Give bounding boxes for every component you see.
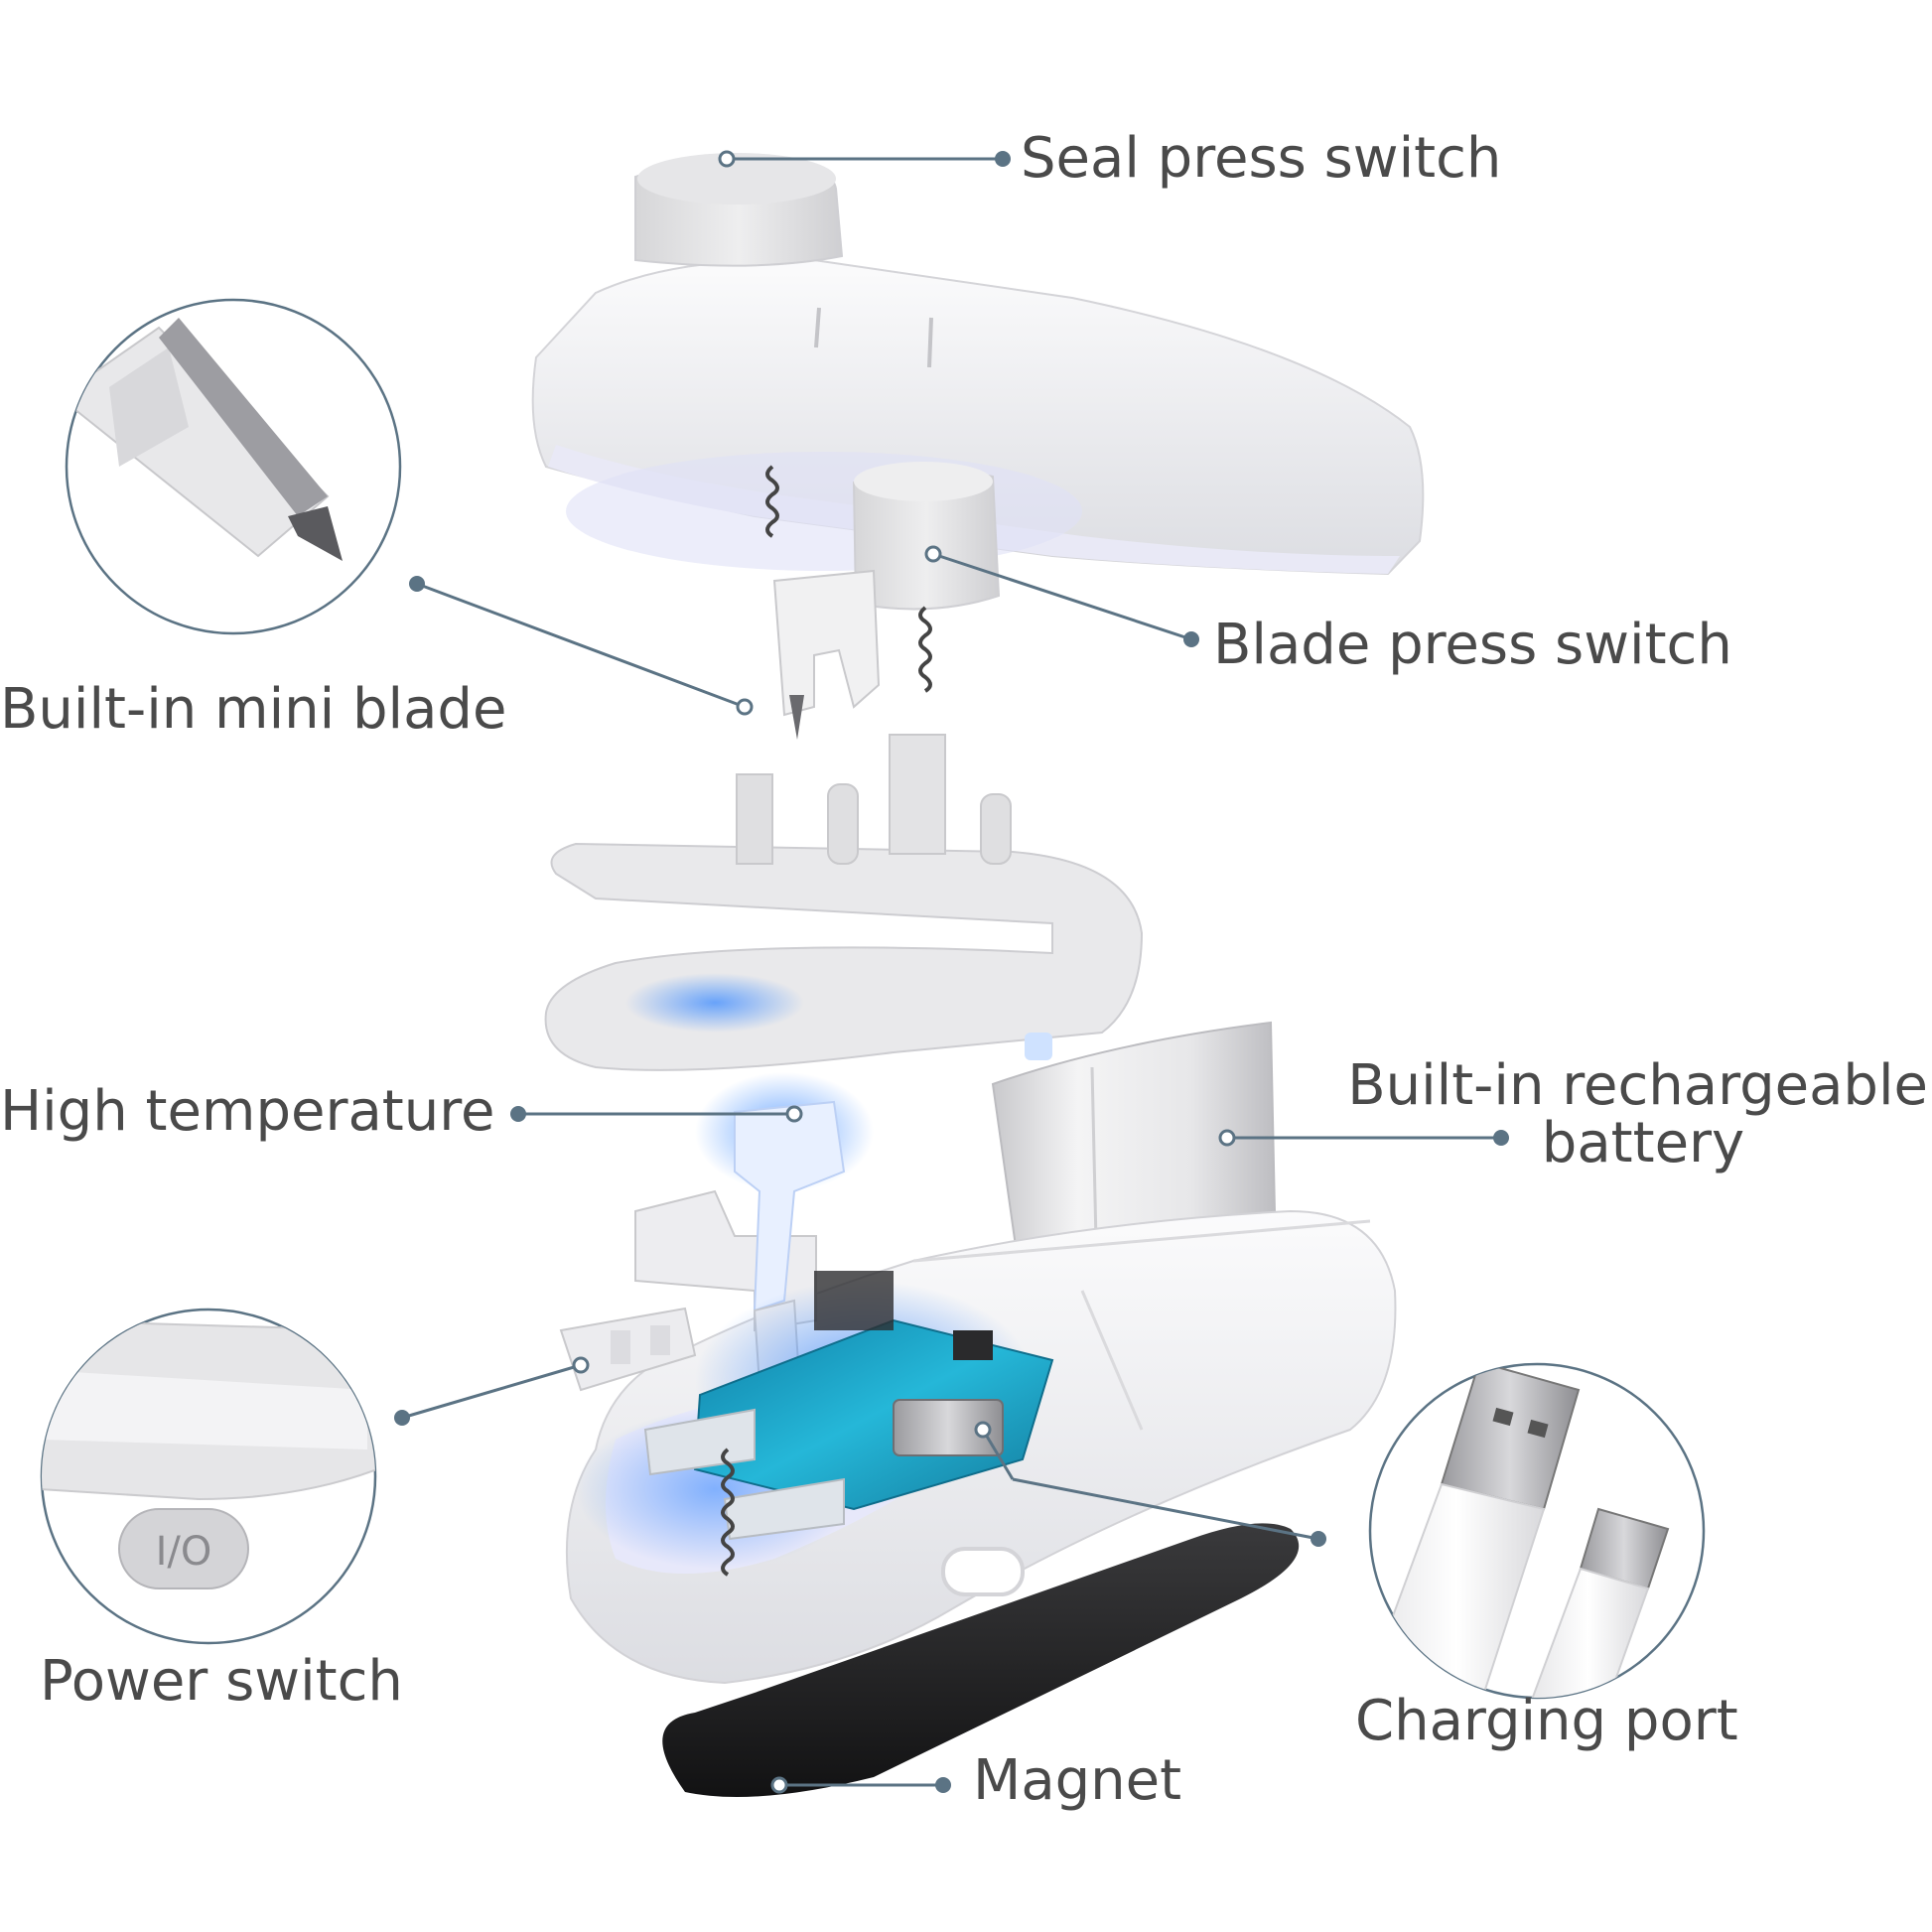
label-charging-port: Charging port [1355, 1689, 1738, 1753]
dot-power-switch-end [394, 1410, 410, 1426]
labels: Seal press switch Built-in mini blade Bl… [0, 126, 1928, 1813]
label-magnet: Magnet [973, 1748, 1181, 1813]
dot-high-temp-start [785, 1105, 803, 1123]
blade-holder [772, 569, 881, 740]
label-seal-press-switch: Seal press switch [1021, 126, 1501, 191]
dot-high-temp-end [510, 1106, 526, 1122]
label-battery-line1: Built-in rechargeable [1347, 1053, 1928, 1118]
cover-spring [765, 465, 779, 538]
dot-seal-press-end [995, 151, 1011, 167]
leader-dots [394, 150, 1509, 1794]
dot-magnet-end [935, 1777, 951, 1793]
dot-power-switch-start [572, 1356, 590, 1374]
power-switch-part [559, 1307, 697, 1392]
dot-blade-press-start [924, 545, 942, 563]
leader-charging-port-2 [1012, 1477, 1319, 1541]
magnet [662, 1523, 1300, 1797]
dot-mini-blade-start [736, 698, 754, 716]
leader-lines [401, 157, 1501, 1787]
power-detail-circle: I/O [40, 1308, 377, 1645]
label-power-switch: Power switch [40, 1649, 403, 1714]
leader-mini-blade [416, 582, 746, 709]
pcb [643, 1271, 1054, 1577]
label-high-temperature: High temperature [0, 1079, 495, 1144]
label-built-in-mini-blade: Built-in mini blade [0, 677, 506, 742]
dot-mini-blade-end [409, 576, 425, 592]
blade-detail-circle [65, 298, 402, 635]
blade-press-column [852, 462, 1001, 693]
dot-battery-end [1493, 1130, 1509, 1146]
dot-charging-port-start [974, 1421, 992, 1439]
label-battery-line2: battery [1542, 1111, 1744, 1175]
dot-seal-press-start [718, 150, 736, 168]
middle-plate [544, 734, 1144, 1071]
power-button-marking: I/O [156, 1529, 212, 1575]
dot-magnet-start [770, 1776, 788, 1794]
label-blade-press-switch: Blade press switch [1213, 613, 1732, 677]
leader-power-switch [401, 1363, 582, 1420]
leader-blade-press [932, 552, 1192, 641]
leader-charging-port [981, 1429, 1015, 1480]
dot-charging-port-end [1311, 1531, 1326, 1547]
dot-blade-press-end [1183, 631, 1199, 647]
charging-cable-circle [1368, 1362, 1706, 1700]
dot-battery-start [1218, 1129, 1236, 1147]
